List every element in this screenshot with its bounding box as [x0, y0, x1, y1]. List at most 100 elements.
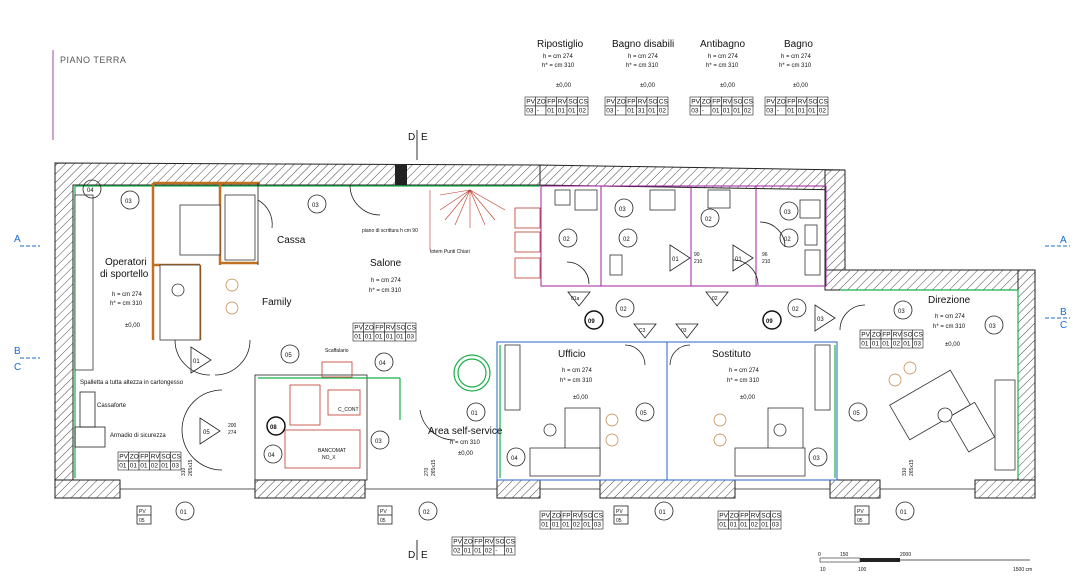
dim-w2: 265x15	[188, 459, 194, 476]
cell-bottom_sostituto-hdr-0: PV	[719, 513, 728, 520]
scale-0: 0	[818, 552, 821, 558]
cell-salone-hdr-3: RV	[386, 325, 396, 332]
cell-bottom_center-hdr-3: RV	[485, 539, 495, 546]
cell-antibagno-hdr-1: ZO	[702, 99, 711, 106]
marker-03-h: 03	[813, 456, 820, 462]
notes: piano di scrittura h cm 90 totem Punti C…	[74, 228, 470, 461]
cell-bagno_disabili-hdr-1: ZO	[617, 99, 626, 106]
dim-w5: 265x15	[431, 459, 437, 476]
column	[395, 165, 407, 185]
room-ufficio: Ufficio	[558, 349, 586, 360]
cell-salone-val-1: 01	[365, 334, 373, 341]
section-markers: A A B C B C D E D E	[14, 130, 1070, 561]
walls	[54, 162, 1036, 500]
cell-bottom_center-hdr-1: ZO	[464, 539, 473, 546]
marker-03-g: 03	[375, 439, 382, 445]
pv-2-val: 05	[380, 518, 386, 524]
cell-bagno-val-0: 03	[766, 108, 774, 115]
cell-bagno-hdr-3: RV	[798, 99, 808, 106]
dim-door1b: 274	[228, 430, 237, 436]
note-bancomat: BANCOMAT	[318, 448, 346, 454]
dim-w4: 310	[902, 467, 908, 476]
marker-02-g: 02	[423, 510, 430, 516]
cell-direzione-val-2: 01	[882, 341, 890, 348]
room-operatori-2: di sportello	[100, 269, 149, 280]
pv-1-label: PV	[139, 509, 146, 515]
marker-02-b: 02	[623, 237, 630, 243]
bagno-hs: h* = cm 310	[779, 63, 812, 69]
cell-bottom_ufficio-hdr-4: SO	[583, 513, 592, 520]
tri-01-b: 01	[735, 257, 742, 263]
cell-operatori-val-0: 01	[119, 463, 127, 470]
cell-ripostiglio-val-3: 01	[558, 108, 566, 115]
ufficio-h: h = cm 274	[562, 368, 593, 374]
bagno-disabili-hs: h* = cm 310	[626, 63, 659, 69]
section-b-right: B	[1060, 307, 1067, 318]
armchairs	[429, 189, 541, 279]
cell-bagno_disabili-val-0: 03	[606, 108, 614, 115]
direzione-furniture	[839, 304, 1016, 471]
marker-03-a: 03	[125, 199, 132, 205]
tri-05: 05	[203, 430, 210, 436]
cell-bagno-val-2: 01	[787, 108, 795, 115]
dims: 200 274 90 210 96 210 310 265x15 270 265…	[181, 252, 915, 476]
cell-antibagno-val-1: -	[702, 108, 704, 115]
cell-bottom_center-val-4: -	[495, 548, 497, 555]
cell-antibagno-val-3: 01	[723, 108, 731, 115]
operatori-h: h = cm 274	[112, 292, 143, 298]
tri-03-b: 03	[681, 328, 687, 334]
marker-03-e: 03	[898, 309, 905, 315]
cell-ripostiglio-hdr-4: SO	[568, 99, 577, 106]
marker-04-a: 04	[87, 188, 94, 194]
dim-door1: 200	[228, 423, 237, 429]
cell-bagno-val-1: -	[777, 108, 779, 115]
note-cont: C_CONT	[338, 407, 359, 413]
cell-bottom_center-val-0: 02	[453, 548, 461, 555]
cell-bottom_ufficio-val-1: 01	[552, 522, 560, 529]
cell-bagno_disabili-val-2: 01	[627, 108, 635, 115]
tri-01-a: 01	[672, 257, 679, 263]
cell-bagno_disabili-val-3: 31	[638, 108, 646, 115]
cell-bottom_center-val-3: 02	[485, 548, 493, 555]
cell-salone-val-2: 01	[375, 334, 383, 341]
salone-h: h = cm 274	[371, 278, 402, 284]
room-bagno-disabili: Bagno disabili	[612, 39, 674, 50]
cell-operatori-val-3: 02	[151, 463, 159, 470]
room-ripostiglio: Ripostiglio	[537, 39, 584, 50]
room-direzione: Direzione	[928, 295, 971, 306]
ripostiglio-hs: h* = cm 310	[542, 63, 575, 69]
circle-markers: 04 03 03 02 03 02 02 03 02 02 02 03 03 0…	[82, 179, 1004, 521]
cell-direzione-hdr-2: FP	[882, 332, 890, 339]
cell-bottom_sostituto-hdr-4: SO	[761, 513, 770, 520]
room-sostituto: Sostituto	[712, 349, 751, 360]
section-c-left: C	[14, 362, 21, 373]
cell-ripostiglio-val-0: 03	[526, 108, 534, 115]
cell-bagno_disabili-val-1: -	[617, 108, 619, 115]
operatori-level: ±0,00	[125, 323, 141, 329]
ufficio-hs: h* = cm 310	[560, 378, 593, 384]
pv-boxes: PV 05 PV 05 PV 05 PV 05	[136, 505, 870, 525]
section-b-left: B	[14, 346, 21, 357]
marker-03-b: 03	[312, 203, 319, 209]
cell-direzione-hdr-1: ZO	[872, 332, 881, 339]
dim-door3b: 210	[762, 259, 771, 265]
self-service-area	[174, 339, 491, 471]
cell-salone-hdr-1: ZO	[365, 325, 374, 332]
marker-04-c: 04	[268, 453, 275, 459]
area-self-h: h = cm 310	[450, 440, 481, 446]
cell-ripostiglio-hdr-3: RV	[558, 99, 568, 106]
marker-02-a: 02	[563, 237, 570, 243]
cell-bottom_sostituto-hdr-1: ZO	[730, 513, 739, 520]
sostituto-h: h = cm 274	[729, 368, 760, 374]
tri-c3: C3	[639, 328, 646, 334]
cell-bottom_ufficio-hdr-2: FP	[562, 513, 570, 520]
note-armadio: Armadio di sicurezza	[110, 433, 166, 439]
cell-bottom_sostituto-val-3: 02	[751, 522, 759, 529]
marker-03-d: 03	[784, 210, 791, 216]
marker-04-b: 04	[379, 361, 386, 367]
cell-bottom_center-val-5: 01	[506, 548, 514, 555]
section-e-bottom: E	[421, 550, 428, 561]
